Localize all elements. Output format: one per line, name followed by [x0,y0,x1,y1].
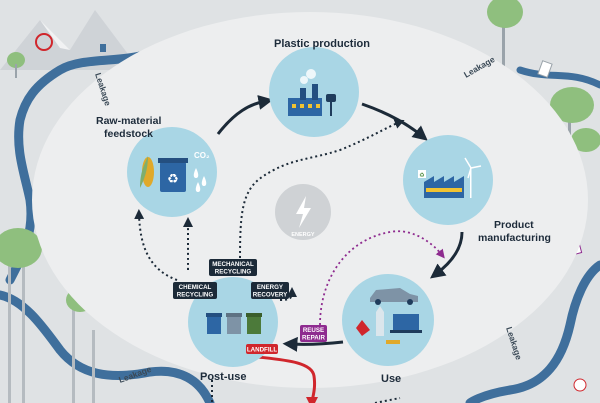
svg-text:CHEMICAL: CHEMICAL [179,284,212,291]
svg-text:ENERGY: ENERGY [257,284,284,291]
waste-bins-icon [206,313,262,334]
svg-text:RECYCLING: RECYCLING [177,292,214,299]
water-drops-icon [193,168,207,192]
arrow-mechanical-recycling [239,119,405,269]
stage-plastic-production [269,47,359,137]
energy-label: ENERGY [291,232,315,238]
recycling-bin-icon: ♻ [158,158,188,192]
stage-use [342,274,434,366]
manufacturing-label-line2: manufacturing [478,232,551,244]
water-tower-icon [326,94,336,116]
svg-text:♻: ♻ [167,172,179,187]
raw-material-label-line1: Raw-material [96,115,161,127]
card-icon [386,340,400,344]
stage-product-manufacturing: ♻ [403,135,493,225]
tag-chemical-recycling: CHEMICAL RECYCLING [173,282,217,299]
raw-material-label-line2: feedstock [104,128,153,140]
tag-reuse-repair: REUSE REPAIR [300,325,327,342]
svg-text:REUSE: REUSE [303,327,324,334]
arrow-energy-recovery [279,287,297,301]
svg-text:LANDFILL: LANDFILL [247,347,277,354]
arrow-reuse-repair [319,230,445,326]
svg-text:RECOVERY: RECOVERY [253,292,288,299]
svg-text:REPAIR: REPAIR [302,335,325,342]
use-label: Use [381,373,401,385]
tree-icon [7,52,25,78]
tree-icon [487,0,523,75]
arrow-leakage-right [374,397,401,403]
svg-text:♻: ♻ [419,172,424,179]
plastic-production-label: Plastic production [274,38,370,50]
leakage-label: Leakage [117,364,153,385]
arrow-raw-to-production [216,95,274,135]
debris-icon [35,33,53,51]
debris-icon [537,60,553,78]
arrow-manufacturing-to-use [430,231,464,279]
co2-label: CO₂ [194,151,210,160]
food-icon [356,320,370,336]
corn-icon [140,156,154,188]
tag-energy-recovery: ENERGY RECOVERY [251,282,289,299]
arrow-chemical-recycling [134,209,178,281]
stage-energy: ENERGY [275,184,331,240]
laptop-icon [390,314,422,333]
debris-icon [100,44,106,52]
bottle-icon [376,306,384,336]
factory-icon: ♻ [418,170,464,198]
debris-icon [573,378,587,392]
post-use-label: Post-use [200,371,246,383]
tree-icon [0,228,42,403]
svg-text:MECHANICAL: MECHANICAL [212,261,254,268]
arrow-landfill [257,355,319,403]
arrow-production-to-manufacturing [361,102,428,141]
leakage-label: Leakage [504,326,524,362]
tag-mechanical-recycling: MECHANICAL RECYCLING [209,259,257,276]
factory-icon [288,69,322,116]
lightning-icon [296,196,311,228]
arrow-use-to-postuse [282,336,344,352]
svg-text:RECYCLING: RECYCLING [215,269,252,276]
car-icon [370,288,418,305]
tag-landfill: LANDFILL [246,344,278,354]
stage-raw-material: ♻ CO₂ [127,127,217,217]
manufacturing-label-line1: Product [494,219,534,231]
wind-turbine-icon [464,157,482,198]
